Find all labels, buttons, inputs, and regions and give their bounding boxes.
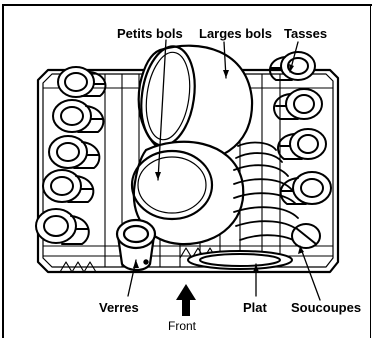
- label-plat: Plat: [243, 301, 267, 314]
- front-arrow-icon: [176, 284, 196, 316]
- label-petits-bols: Petits bols: [117, 27, 183, 40]
- label-tasses: Tasses: [284, 27, 327, 40]
- label-soucoupes: Soucoupes: [291, 301, 361, 314]
- label-verres: Verres: [99, 301, 139, 314]
- flat-plate: [188, 251, 292, 269]
- label-larges-bols: Larges bols: [199, 27, 272, 40]
- cups-left: [36, 67, 105, 244]
- saucer: [292, 224, 320, 248]
- label-front: Front: [168, 320, 196, 332]
